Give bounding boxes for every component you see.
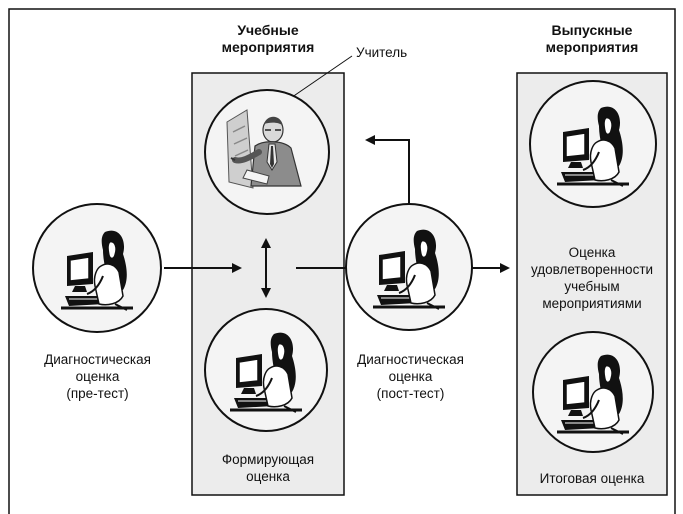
teacher-label-text: Учитель bbox=[356, 45, 408, 60]
final-title-line2: мероприятия bbox=[545, 39, 639, 55]
satisfaction-line4: мероприятиями bbox=[542, 296, 642, 311]
learning-activities-title: Учебные мероприятия bbox=[192, 22, 344, 56]
satisfaction-label: Оценка удовлетворенности учебным меропри… bbox=[517, 244, 667, 312]
learning-title-line1: Учебные bbox=[237, 22, 299, 38]
formative-line1: Формирующая bbox=[221, 452, 315, 467]
teacher-label: Учитель bbox=[356, 44, 436, 61]
diagnostic-post-line1: Диагностическая bbox=[357, 352, 464, 367]
final-assessment-node bbox=[532, 331, 654, 453]
diagnostic-pre-line3: (пре-тест) bbox=[66, 386, 129, 401]
diagnostic-pre-node bbox=[32, 203, 162, 333]
diagnostic-pre-label: Диагностическая оценка (пре-тест) bbox=[20, 351, 175, 402]
diagnostic-post-node bbox=[345, 203, 473, 331]
satisfaction-node bbox=[529, 80, 657, 208]
final-assessment-line1: Итоговая оценка bbox=[539, 471, 645, 486]
outer-frame bbox=[8, 8, 676, 514]
diagnostic-pre-line2: оценка bbox=[75, 369, 120, 384]
diagnostic-post-line3: (пост-тест) bbox=[376, 386, 445, 401]
satisfaction-line1: Оценка bbox=[568, 245, 616, 260]
final-activities-title: Выпускные мероприятия bbox=[517, 22, 667, 56]
satisfaction-line2: удовлетворенности bbox=[530, 262, 654, 277]
satisfaction-line3: учебным bbox=[564, 279, 620, 294]
diagnostic-pre-line1: Диагностическая bbox=[44, 352, 151, 367]
formative-line2: оценка bbox=[246, 469, 290, 484]
diagnostic-post-label: Диагностическая оценка (пост-тест) bbox=[333, 351, 488, 402]
final-assessment-label: Итоговая оценка bbox=[517, 470, 667, 487]
final-title-line1: Выпускные bbox=[551, 22, 633, 38]
learning-title-line2: мероприятия bbox=[221, 39, 315, 55]
arrow-post-back-to-teacher bbox=[365, 135, 410, 204]
formative-label: Формирующая оценка bbox=[192, 451, 344, 485]
teacher-node bbox=[204, 89, 330, 215]
diagnostic-post-line2: оценка bbox=[388, 369, 433, 384]
formative-node bbox=[204, 308, 328, 432]
